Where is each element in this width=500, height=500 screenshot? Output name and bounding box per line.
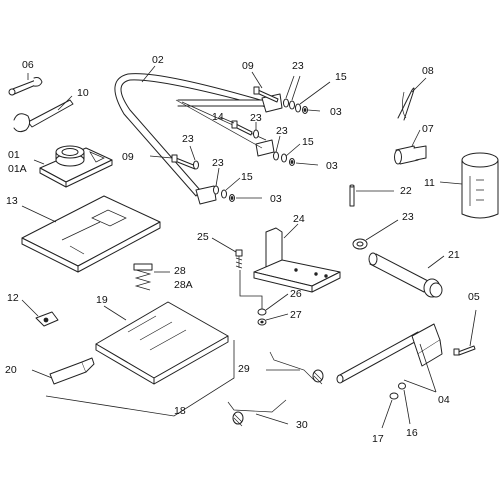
callout-14: 14 (212, 111, 224, 123)
callout-25: 25 (197, 231, 209, 243)
callout-01a: 01A (8, 163, 27, 175)
part-16-washer (398, 382, 406, 390)
callout-19: 19 (96, 294, 108, 306)
callout-05: 05 (468, 291, 480, 303)
part-25-bolt (235, 249, 243, 269)
callout-30: 30 (296, 419, 308, 431)
part-27-washer (257, 318, 267, 326)
part-hardware-top (283, 98, 308, 114)
callout-16: 16 (406, 427, 418, 439)
callout-03-top: 03 (330, 106, 342, 118)
callout-11: 11 (424, 177, 435, 189)
part-05-bolt (453, 345, 476, 356)
callout-15-top: 15 (335, 71, 347, 83)
part-hardware-mid (273, 151, 295, 166)
part-08-clip-pin (397, 87, 415, 121)
callout-20: 20 (5, 364, 17, 376)
callout-29: 29 (238, 363, 250, 375)
part-13-plate (21, 195, 161, 273)
callout-28: 28 (174, 265, 186, 277)
callout-07: 07 (422, 123, 434, 135)
part-11-cylinder (461, 152, 499, 219)
callout-28a: 28A (174, 279, 193, 291)
part-23-washer-lower-a (193, 160, 199, 170)
part-hardware-lower (213, 185, 235, 202)
callout-22: 22 (400, 185, 412, 197)
part-09-bolt-top (253, 86, 279, 103)
part-17-nut (389, 392, 399, 400)
part-04-lever-arm (336, 323, 443, 384)
callout-23-lower: 23 (212, 157, 224, 169)
callout-06: 06 (22, 59, 34, 71)
callout-10: 10 (77, 87, 89, 99)
callout-08: 08 (422, 65, 434, 77)
part-19-glass-plate (95, 301, 229, 385)
callout-15-mid: 15 (302, 136, 314, 148)
part-30-spring (227, 399, 287, 427)
callout-01: 01 (8, 149, 20, 161)
part-21-axle (368, 252, 443, 298)
part-12-clip (35, 311, 59, 327)
part-14-bolt (231, 120, 253, 136)
callout-23-mid: 23 (250, 112, 262, 124)
part-06-wrench (8, 77, 43, 96)
callout-17: 17 (372, 433, 384, 445)
callout-23-washer: 23 (402, 211, 414, 223)
part-28-spring (133, 263, 153, 291)
part-23-washer-large (352, 238, 368, 250)
part-23-washer-mid (253, 129, 259, 139)
part-24-bracket (253, 227, 341, 293)
part-07-pin (394, 145, 427, 165)
callout-09-lower: 09 (122, 151, 134, 163)
callout-13: 13 (6, 195, 18, 207)
callout-09-top: 09 (242, 60, 254, 72)
part-01-base-plate (39, 145, 113, 188)
callout-02: 02 (152, 54, 164, 66)
callout-24: 24 (293, 213, 305, 225)
part-26-nut (257, 308, 267, 316)
callout-04: 04 (438, 394, 450, 406)
callout-26: 26 (290, 288, 302, 300)
callout-12: 12 (7, 292, 19, 304)
callout-21: 21 (448, 249, 460, 261)
part-20-tube (49, 357, 95, 385)
callout-27: 27 (290, 309, 302, 321)
callout-23-mid-right: 23 (276, 125, 288, 137)
callout-03-mid: 03 (326, 160, 338, 172)
callout-03-lower: 03 (270, 193, 282, 205)
part-18-assembly-line (45, 340, 235, 417)
callout-23-top: 23 (292, 60, 304, 72)
part-10-hook-spanner (13, 99, 74, 133)
part-22-small-pin (349, 184, 355, 207)
part-29-spring (269, 351, 324, 385)
callout-23-lower-left: 23 (182, 133, 194, 145)
part-02-frame (114, 73, 283, 205)
callout-15-lower: 15 (241, 171, 253, 183)
callout-18: 18 (174, 405, 186, 417)
